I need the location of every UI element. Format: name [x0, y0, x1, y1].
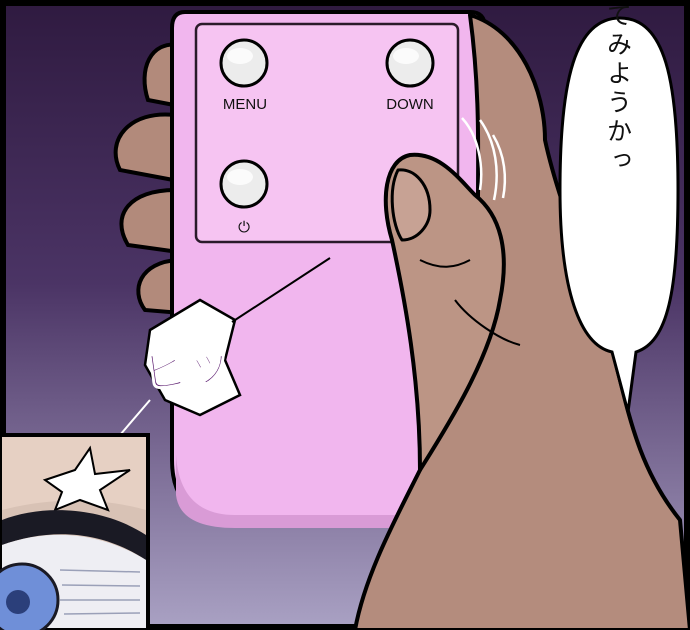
- speech-bubble: [558, 16, 680, 413]
- down-button[interactable]: [385, 38, 435, 88]
- thumbnail: [390, 168, 432, 242]
- speech-bubble-shape: [558, 16, 680, 413]
- surprise-burst: [42, 445, 131, 512]
- sound-effect: [119, 257, 331, 436]
- eye-pupil: [6, 590, 30, 614]
- power-button[interactable]: [219, 159, 269, 209]
- sfx-burst: [143, 298, 242, 417]
- power-icon: ⏻: [238, 219, 250, 236]
- hand-crease-1: [419, 259, 471, 268]
- eye-speed-lines: [59, 569, 141, 615]
- speech-bubble-text: 試してみようかっ: [604, 0, 633, 176]
- inset-panel: [0, 433, 150, 630]
- menu-button-label: MENU: [223, 96, 267, 113]
- down-button-label: DOWN: [386, 96, 434, 113]
- eye-lashes: [2, 510, 146, 560]
- motion-lines: [461, 117, 507, 201]
- hand-crease-2: [454, 299, 521, 346]
- sfx-text: ピッ: [141, 337, 235, 400]
- sfx-spark-line-2: [119, 399, 151, 436]
- eye-iris: [0, 562, 60, 630]
- sfx-spark-line: [231, 257, 331, 323]
- menu-button[interactable]: [219, 38, 269, 88]
- hand: [353, 13, 690, 630]
